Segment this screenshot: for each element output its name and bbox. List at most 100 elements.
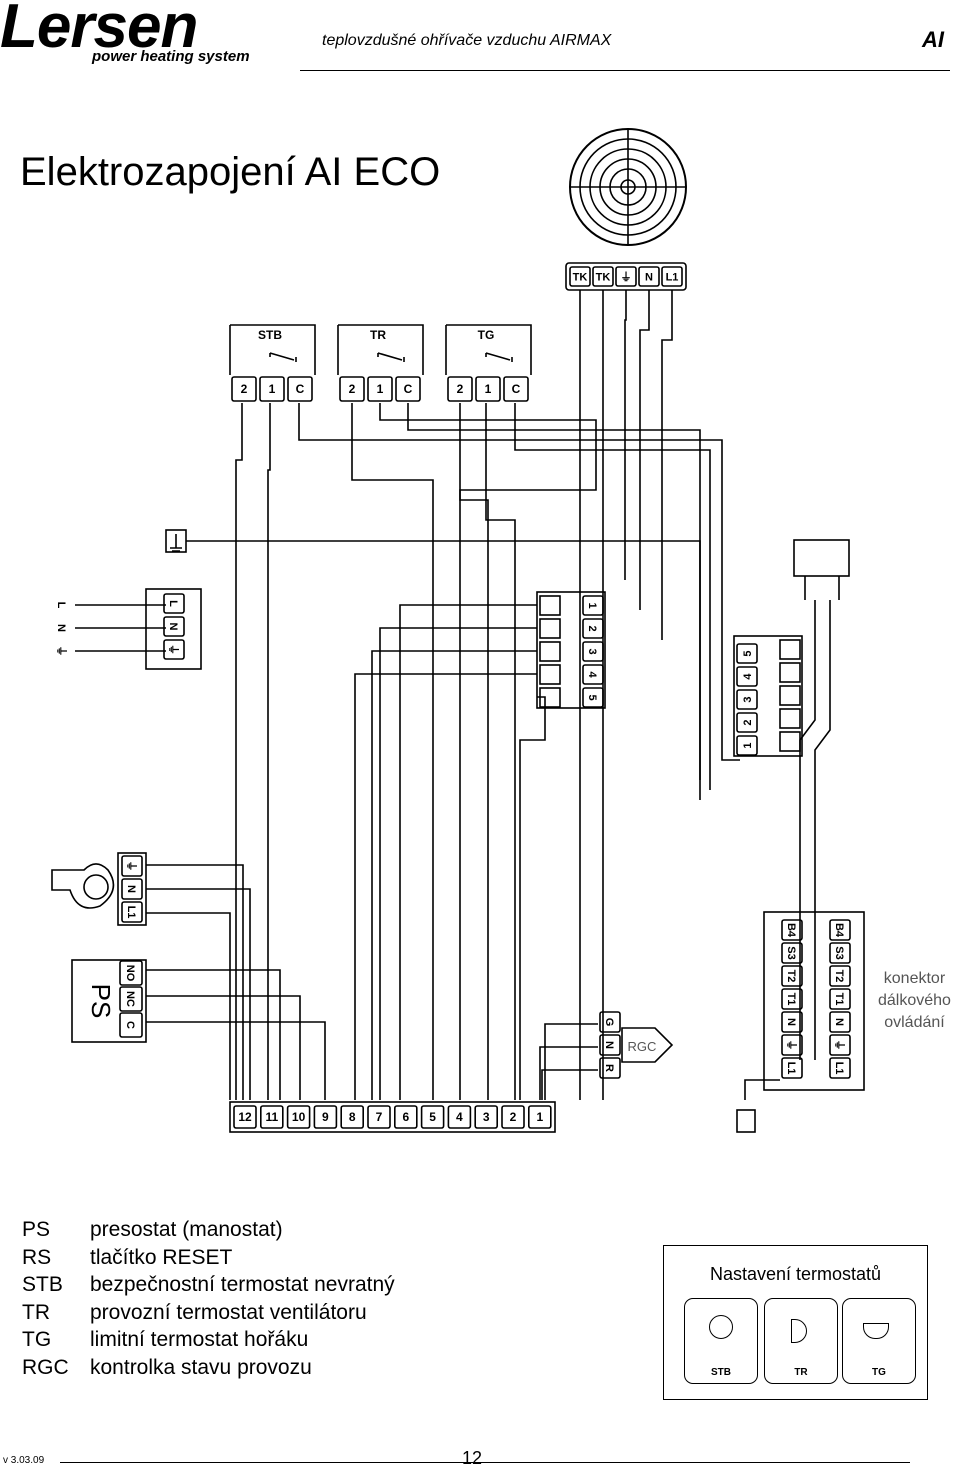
remote-note-line: ovládání bbox=[884, 1014, 945, 1031]
fan-terminal: N bbox=[638, 266, 660, 287]
legend-text: bezpečnostní termostat nevratný bbox=[90, 1273, 395, 1296]
svg-text:1: 1 bbox=[485, 382, 492, 396]
rgc-terminal: G bbox=[599, 1011, 621, 1033]
legend-row: STB bezpečnostní termostat nevratný bbox=[22, 1271, 395, 1299]
main-terminal: 9 bbox=[313, 1105, 338, 1129]
svg-text:NO: NO bbox=[124, 965, 136, 982]
remote-connector-note: konektor dálkového ovládání bbox=[878, 968, 951, 1034]
connector-pin: 2 bbox=[736, 712, 758, 733]
settings-title: Nastavení termostatů bbox=[709, 1264, 882, 1284]
svg-text:B4: B4 bbox=[785, 923, 797, 938]
thermostat-settings-panel: Nastavení termostatů STB TR TG bbox=[663, 1245, 928, 1400]
svg-text:T2: T2 bbox=[785, 970, 797, 983]
legend-abbr: PS bbox=[22, 1218, 51, 1241]
svg-text:2: 2 bbox=[241, 382, 248, 396]
thermostat-terminal: C bbox=[503, 376, 529, 402]
thermostat-tr: TR 2 1 C bbox=[337, 324, 424, 402]
main-terminal: 4 bbox=[447, 1105, 472, 1129]
remote-terminal: L1 bbox=[829, 1057, 851, 1079]
svg-text:N: N bbox=[125, 885, 137, 893]
remote-terminal: T2 bbox=[781, 965, 803, 987]
fan-terminal: TK bbox=[569, 266, 591, 287]
svg-text:10: 10 bbox=[292, 1110, 306, 1124]
stb-knob[interactable]: STB bbox=[684, 1298, 758, 1384]
version-label: v 3.03.09 bbox=[3, 1455, 45, 1466]
svg-text:N: N bbox=[167, 623, 179, 631]
rgc-indicator bbox=[621, 1027, 674, 1063]
svg-text:L1: L1 bbox=[125, 906, 137, 919]
legend-text: provozní termostat ventilátoru bbox=[90, 1300, 367, 1324]
presostat-label: PS bbox=[86, 984, 116, 1019]
svg-text:TR: TR bbox=[370, 328, 386, 342]
remote-terminal: N bbox=[781, 1011, 803, 1033]
svg-text:S3: S3 bbox=[785, 946, 797, 959]
svg-text:1: 1 bbox=[377, 382, 384, 396]
svg-text:2: 2 bbox=[349, 382, 356, 396]
svg-text:3: 3 bbox=[742, 696, 754, 702]
svg-text:2: 2 bbox=[457, 382, 464, 396]
remote-terminal: T1 bbox=[829, 988, 851, 1010]
connector-pin: 1 bbox=[582, 595, 604, 616]
svg-text:G: G bbox=[603, 1018, 615, 1027]
rgc-label: RGC bbox=[628, 1039, 657, 1054]
svg-text:T1: T1 bbox=[785, 993, 797, 1006]
svg-text:TG: TG bbox=[478, 328, 495, 342]
tg-knob[interactable]: TG bbox=[842, 1298, 916, 1384]
tr-knob[interactable]: TR bbox=[764, 1298, 838, 1384]
fan-terminal: ⏚ bbox=[615, 266, 637, 287]
footer-divider bbox=[60, 1462, 910, 1463]
presostat-terminal: NC bbox=[119, 986, 143, 1012]
connector-pin: 4 bbox=[736, 666, 758, 687]
legend-text: limitní termostat hořáku bbox=[90, 1328, 309, 1351]
svg-text:B4: B4 bbox=[833, 923, 845, 938]
svg-text:8: 8 bbox=[349, 1110, 356, 1124]
svg-text:TK: TK bbox=[573, 272, 588, 284]
svg-text:T2: T2 bbox=[833, 970, 845, 983]
svg-text:5: 5 bbox=[586, 694, 598, 700]
svg-text:C: C bbox=[296, 382, 305, 396]
svg-text:N: N bbox=[603, 1041, 615, 1049]
svg-text:⏚: ⏚ bbox=[621, 271, 632, 284]
header-divider bbox=[300, 70, 950, 71]
connector-5pin bbox=[536, 591, 606, 709]
svg-text:1: 1 bbox=[536, 1110, 543, 1124]
blower-terminal: L1 bbox=[121, 901, 143, 923]
power-terminal: L bbox=[163, 593, 185, 614]
svg-text:3: 3 bbox=[586, 648, 598, 654]
svg-text:⏚: ⏚ bbox=[833, 1040, 846, 1051]
blower-icon bbox=[51, 863, 115, 909]
svg-text:4: 4 bbox=[586, 671, 598, 678]
svg-text:N: N bbox=[833, 1018, 845, 1026]
main-terminal: 5 bbox=[420, 1105, 445, 1129]
legend-abbr: STB bbox=[22, 1273, 63, 1296]
svg-text:6: 6 bbox=[402, 1110, 409, 1124]
svg-text:S3: S3 bbox=[833, 946, 845, 959]
rgc-terminal: N bbox=[599, 1034, 621, 1056]
power-terminal: ⏚ bbox=[163, 639, 185, 660]
reset-button[interactable] bbox=[793, 539, 850, 577]
connector-pin: 3 bbox=[582, 641, 604, 662]
svg-text:T1: T1 bbox=[833, 993, 845, 1006]
thermostat-terminal: C bbox=[287, 376, 313, 402]
legend-abbr: RGC bbox=[22, 1355, 69, 1379]
svg-text:R: R bbox=[603, 1064, 615, 1072]
ground-terminal-bottom bbox=[736, 1109, 756, 1133]
legend-abbr: RS bbox=[22, 1245, 52, 1269]
power-line-label: N bbox=[55, 624, 67, 632]
fan-terminal: L1 bbox=[661, 266, 683, 287]
svg-text:2: 2 bbox=[742, 719, 754, 725]
thermostat-terminal: C bbox=[395, 376, 421, 402]
svg-text:2: 2 bbox=[586, 625, 598, 631]
fan-terminal: TK bbox=[592, 266, 614, 287]
power-terminal-block bbox=[145, 588, 202, 670]
svg-text:C: C bbox=[404, 382, 413, 396]
thermostat-terminal: 2 bbox=[447, 376, 473, 402]
legend-abbr: TR bbox=[22, 1300, 50, 1324]
brand-tagline: power heating system bbox=[92, 48, 250, 65]
blower-terminal: N bbox=[121, 878, 143, 900]
remote-terminal: B4 bbox=[781, 919, 803, 941]
stb-knob-icon bbox=[709, 1315, 733, 1339]
remote-connector bbox=[763, 911, 865, 1091]
